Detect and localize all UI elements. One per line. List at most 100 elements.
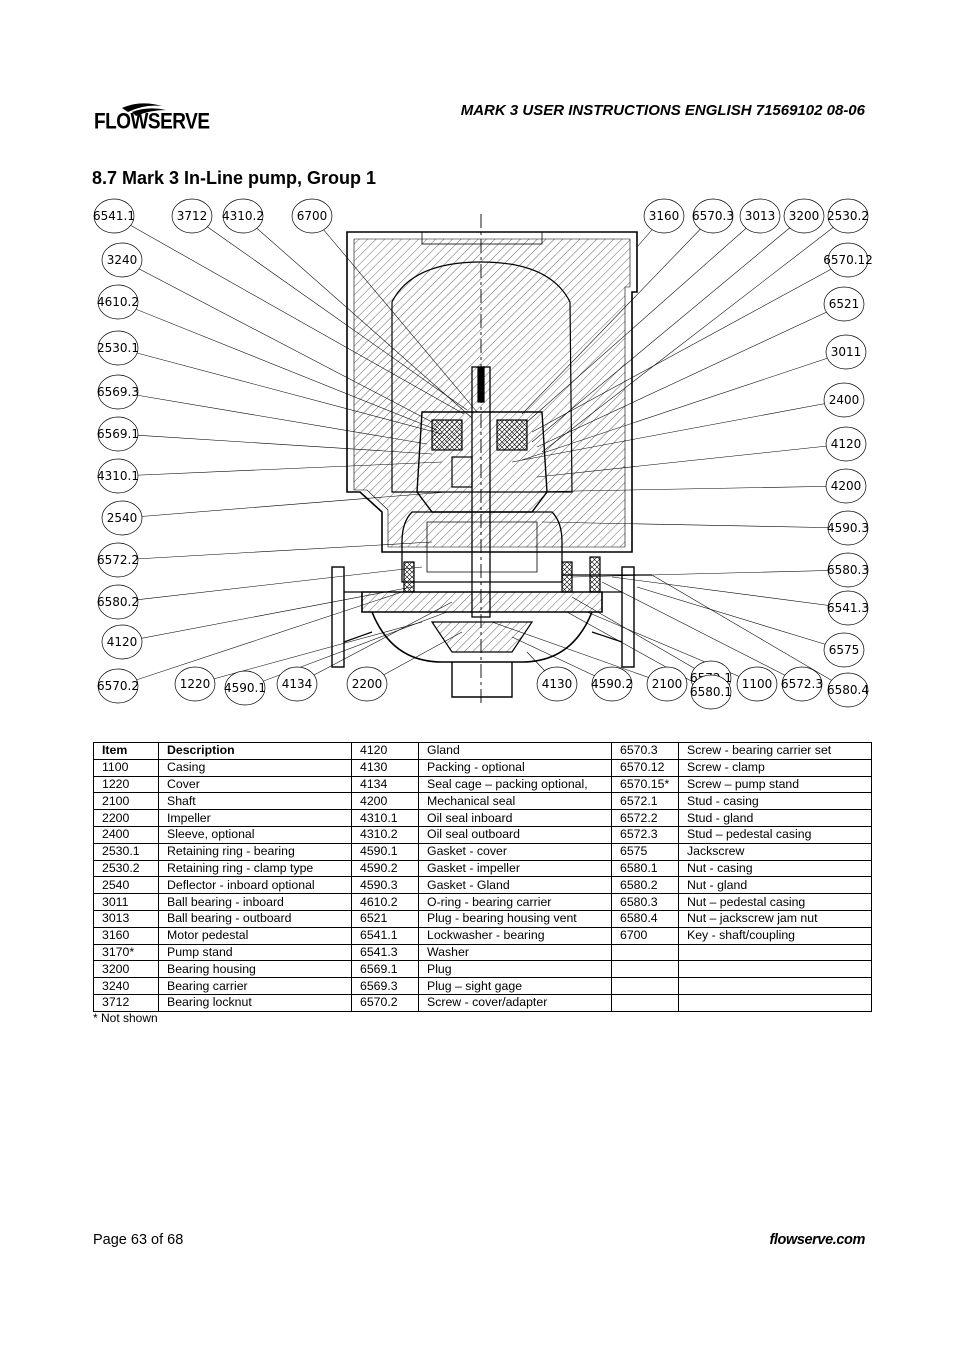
leader-line bbox=[531, 215, 805, 443]
table-cell: Lockwasher - bearing bbox=[418, 926, 612, 945]
leader-line bbox=[541, 215, 849, 453]
callout-label: 2100 bbox=[652, 677, 683, 691]
table-cell: 2530.1 bbox=[93, 842, 159, 861]
table-cell: 6570.12 bbox=[611, 758, 679, 777]
table-cell: 4120 bbox=[351, 742, 419, 760]
leader-lines bbox=[113, 215, 849, 693]
callout-6541-1: 6541.1 bbox=[93, 198, 135, 234]
callout-4130: 4130 bbox=[536, 666, 578, 702]
table-cell: Nut – jackscrew jam nut bbox=[678, 909, 872, 928]
table-cell: Screw - clamp bbox=[678, 758, 872, 777]
leader-line bbox=[531, 259, 849, 433]
table-cell: 4610.2 bbox=[351, 893, 419, 911]
callout-3013: 3013 bbox=[739, 198, 781, 234]
table-cell: Motor pedestal bbox=[158, 926, 352, 945]
callout-1100: 1100 bbox=[736, 666, 778, 702]
callout-6521: 6521 bbox=[823, 286, 865, 322]
table-cell: 6569.3 bbox=[351, 977, 419, 995]
table-cell: 6569.1 bbox=[351, 960, 419, 979]
table-cell: 6700 bbox=[611, 926, 679, 945]
callout-6569-3: 6569.3 bbox=[97, 374, 139, 410]
table-cell: 3160 bbox=[93, 926, 159, 945]
table-cell: 6570.3 bbox=[611, 742, 679, 760]
callout-3160: 3160 bbox=[643, 198, 685, 234]
callout-label: 3712 bbox=[177, 209, 208, 223]
table-cell: O-ring - bearing carrier bbox=[418, 893, 612, 911]
table-cell: 4590.3 bbox=[351, 876, 419, 895]
table-cell: Gasket - impeller bbox=[418, 859, 612, 878]
table-cell: 2100 bbox=[93, 792, 159, 811]
table-cell: Gasket - cover bbox=[418, 842, 612, 861]
callout-label: 6569.1 bbox=[97, 427, 139, 441]
callout-2540: 2540 bbox=[101, 500, 143, 536]
leader-line bbox=[117, 461, 443, 477]
leader-line bbox=[194, 621, 423, 685]
callout-label: 6575 bbox=[829, 643, 860, 657]
table-cell: 6541.3 bbox=[351, 943, 419, 962]
leader-line bbox=[521, 485, 847, 493]
callout-2200: 2200 bbox=[346, 666, 388, 702]
table-cell: Screw – pump stand bbox=[678, 775, 872, 794]
table-cell: 6572.2 bbox=[611, 809, 679, 827]
callout-label: 4120 bbox=[107, 635, 138, 649]
callout-2530-1: 2530.1 bbox=[97, 330, 139, 366]
table-cell: 6580.2 bbox=[611, 876, 679, 895]
website: flowserve.com bbox=[769, 1232, 865, 1248]
table-cell: Oil seal inboard bbox=[418, 809, 612, 827]
document-header: MARK 3 USER INSTRUCTIONS ENGLISH 7156910… bbox=[460, 102, 865, 119]
callout-label: 6572.3 bbox=[781, 677, 823, 691]
table-cell bbox=[678, 993, 872, 1012]
table-cell: 3170* bbox=[93, 943, 159, 962]
callout-1220: 1220 bbox=[174, 666, 216, 702]
table-cell: 3013 bbox=[93, 909, 159, 928]
leader-line bbox=[121, 586, 413, 643]
callout-label: 6572.2 bbox=[97, 553, 139, 567]
callout-3240: 3240 bbox=[101, 242, 143, 278]
callout-4590-3: 4590.3 bbox=[827, 510, 869, 546]
table-cell: 3011 bbox=[93, 893, 159, 911]
table-cell: 3200 bbox=[93, 960, 159, 979]
callout-label: 4120 bbox=[831, 437, 862, 451]
page-number: Page 63 of 68 bbox=[93, 1232, 184, 1248]
callout-label: 4130 bbox=[542, 677, 573, 691]
table-cell: Mechanical seal bbox=[418, 792, 612, 811]
callout-4134: 4134 bbox=[276, 666, 318, 702]
callout-label: 4610.2 bbox=[97, 295, 139, 309]
column-header-item: Item bbox=[93, 742, 159, 760]
callout-4310-1: 4310.1 bbox=[97, 458, 139, 494]
callout-4120: 4120 bbox=[101, 624, 143, 660]
callout-6700: 6700 bbox=[291, 198, 333, 234]
table-cell: 6541.1 bbox=[351, 926, 419, 945]
table-cell: 3712 bbox=[93, 993, 159, 1012]
callout-label: 3013 bbox=[745, 209, 776, 223]
table-cell bbox=[611, 960, 679, 979]
leader-line bbox=[571, 596, 712, 679]
callout-2400: 2400 bbox=[823, 382, 865, 418]
leader-line bbox=[121, 259, 433, 423]
callout-label: 6580.2 bbox=[97, 595, 139, 609]
callout-label: 1100 bbox=[742, 677, 773, 691]
leader-line bbox=[526, 215, 761, 423]
table-cell: Screw - bearing carrier set bbox=[678, 742, 872, 760]
table-cell: Plug – sight gage bbox=[418, 977, 612, 995]
callout-label: 2200 bbox=[352, 677, 383, 691]
callout-label: 4134 bbox=[282, 677, 313, 691]
table-cell bbox=[678, 977, 872, 995]
table-cell: Plug - bearing housing vent bbox=[418, 909, 612, 928]
callout-label: 3160 bbox=[649, 209, 680, 223]
table-cell: 4310.2 bbox=[351, 825, 419, 844]
callout-label: 4200 bbox=[831, 479, 862, 493]
callout-2530-2: 2530.2 bbox=[827, 198, 869, 234]
leader-line bbox=[541, 521, 849, 529]
table-cell: Key - shaft/coupling bbox=[678, 926, 872, 945]
callout-6570-2: 6570.2 bbox=[97, 668, 139, 704]
callout-6580-3: 6580.3 bbox=[827, 552, 869, 588]
column-header-description: Description bbox=[158, 742, 352, 760]
table-cell: Pump stand bbox=[158, 943, 352, 962]
